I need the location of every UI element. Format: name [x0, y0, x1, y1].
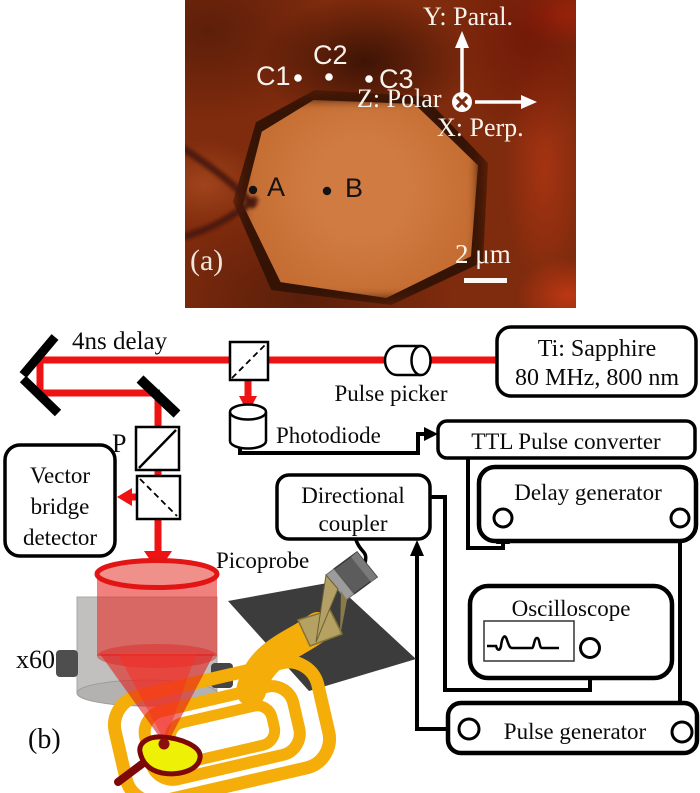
pulse-picker-end [410, 344, 432, 377]
ti-sapphire-label-line1: Ti: Sapphire [538, 336, 656, 362]
particle-blob [243, 100, 478, 298]
pulse-generator-label: Pulse generator [504, 719, 647, 744]
turning-mirror [136, 375, 181, 418]
polarizer-label: P [112, 429, 126, 458]
y-axis-arrowhead [455, 31, 469, 48]
oscilloscope-trace [487, 635, 559, 651]
picoprobe-label: Picoprobe [216, 548, 309, 573]
delay-port-left [492, 507, 514, 529]
picoprobe-prong-right [340, 591, 347, 636]
beamsplitter-diagonal [139, 478, 178, 517]
device-pad-lead [114, 760, 146, 786]
vector-bridge-box [3, 443, 117, 558]
x-axis-arrowhead [521, 95, 537, 109]
dark-branch-line [185, 195, 260, 241]
scale-bar-label: 2 μm [455, 239, 511, 269]
micrograph-panel: C2 C1 C3 A B Y: Paral. Z: Polar X: Perp.… [185, 0, 576, 308]
delay-generator-box [476, 464, 699, 544]
z-axis-cross [455, 95, 469, 109]
delay-generator-label: Delay generator [514, 480, 662, 505]
scale-bar [464, 278, 507, 283]
oscilloscope-label: Oscilloscope [512, 596, 631, 621]
micrograph-overlay [185, 31, 537, 283]
device-pad [137, 734, 203, 777]
vector-bridge-label-line2: bridge [31, 494, 90, 519]
axis-label-y: Y: Paral. [423, 2, 514, 31]
picoprobe-cap [351, 552, 377, 582]
oscilloscope-screen [483, 620, 575, 662]
pulsegen-port-left [457, 717, 481, 741]
photodiode-label: Photodiode [276, 423, 381, 448]
directional-coupler-label-line2: coupler [319, 511, 388, 536]
point-dot-b [322, 186, 332, 196]
delay-port-right [669, 507, 691, 529]
oscilloscope-port [579, 637, 601, 659]
photodiode-body [228, 412, 268, 450]
arrowhead-into-ttl [424, 427, 438, 441]
arrowhead-into-coupler [410, 540, 424, 556]
point-label-a: A [267, 172, 286, 202]
axis-label-z: Z: Polar [357, 84, 442, 113]
focus-cone-core [118, 654, 196, 742]
axis-label-x: X: Perp. [437, 113, 524, 142]
vector-bridge-label-line1: Vector [30, 463, 90, 488]
point-label-c2: C2 [313, 40, 348, 70]
directional-coupler-box [275, 473, 432, 541]
pulsegen-port-right [670, 720, 694, 744]
directional-coupler-label-line1: Directional [301, 483, 404, 508]
picoprobe-graphic [315, 550, 379, 643]
objective-clip-left [56, 650, 78, 677]
beamsplitter-cube-bridge [135, 474, 182, 521]
vector-bridge-label-line3: detector [23, 525, 97, 550]
retroreflector-mirror-upper [19, 334, 59, 378]
wire-photodiode-to-ttl [238, 432, 424, 455]
objective-label: x60 [16, 645, 55, 674]
photodiode-top [228, 403, 268, 421]
point-label-c1: C1 [256, 61, 291, 91]
beamsplitter-diagonal [231, 343, 267, 379]
picoprobe-cable [354, 539, 368, 564]
ttl-converter-box [436, 419, 697, 460]
focus-spot [158, 738, 170, 750]
gold-ring-outer [107, 655, 337, 793]
point-label-c3: C3 [379, 64, 414, 94]
picoprobe-prong-left [315, 573, 339, 643]
point-dot-c2 [325, 73, 333, 81]
panel-b-label: (b) [28, 724, 61, 755]
delay-line-label: 4ns delay [72, 328, 168, 355]
point-dot-c1 [294, 74, 302, 82]
point-dot-a [248, 185, 258, 195]
polarizer-diagonal [138, 429, 177, 469]
wire-coupler-to-oscilloscope [430, 495, 592, 692]
beam-arrowhead-vector-bridge [117, 488, 132, 506]
pulse-picker-label: Pulse picker [334, 381, 447, 406]
ttl-converter-label: TTL Pulse converter [471, 429, 661, 454]
pulse-generator-box [445, 700, 700, 756]
wire-pulsegen-to-coupler [415, 546, 460, 731]
retroreflector-mirror-lower [19, 375, 62, 417]
beam-cylinder-top [94, 558, 220, 590]
point-dot-c3 [365, 75, 373, 83]
ti-sapphire-box [495, 325, 698, 398]
panel-a-label: (a) [190, 244, 224, 277]
ti-sapphire-label-line2: 80 MHz, 800 nm [515, 365, 679, 391]
point-label-b: B [345, 173, 364, 203]
